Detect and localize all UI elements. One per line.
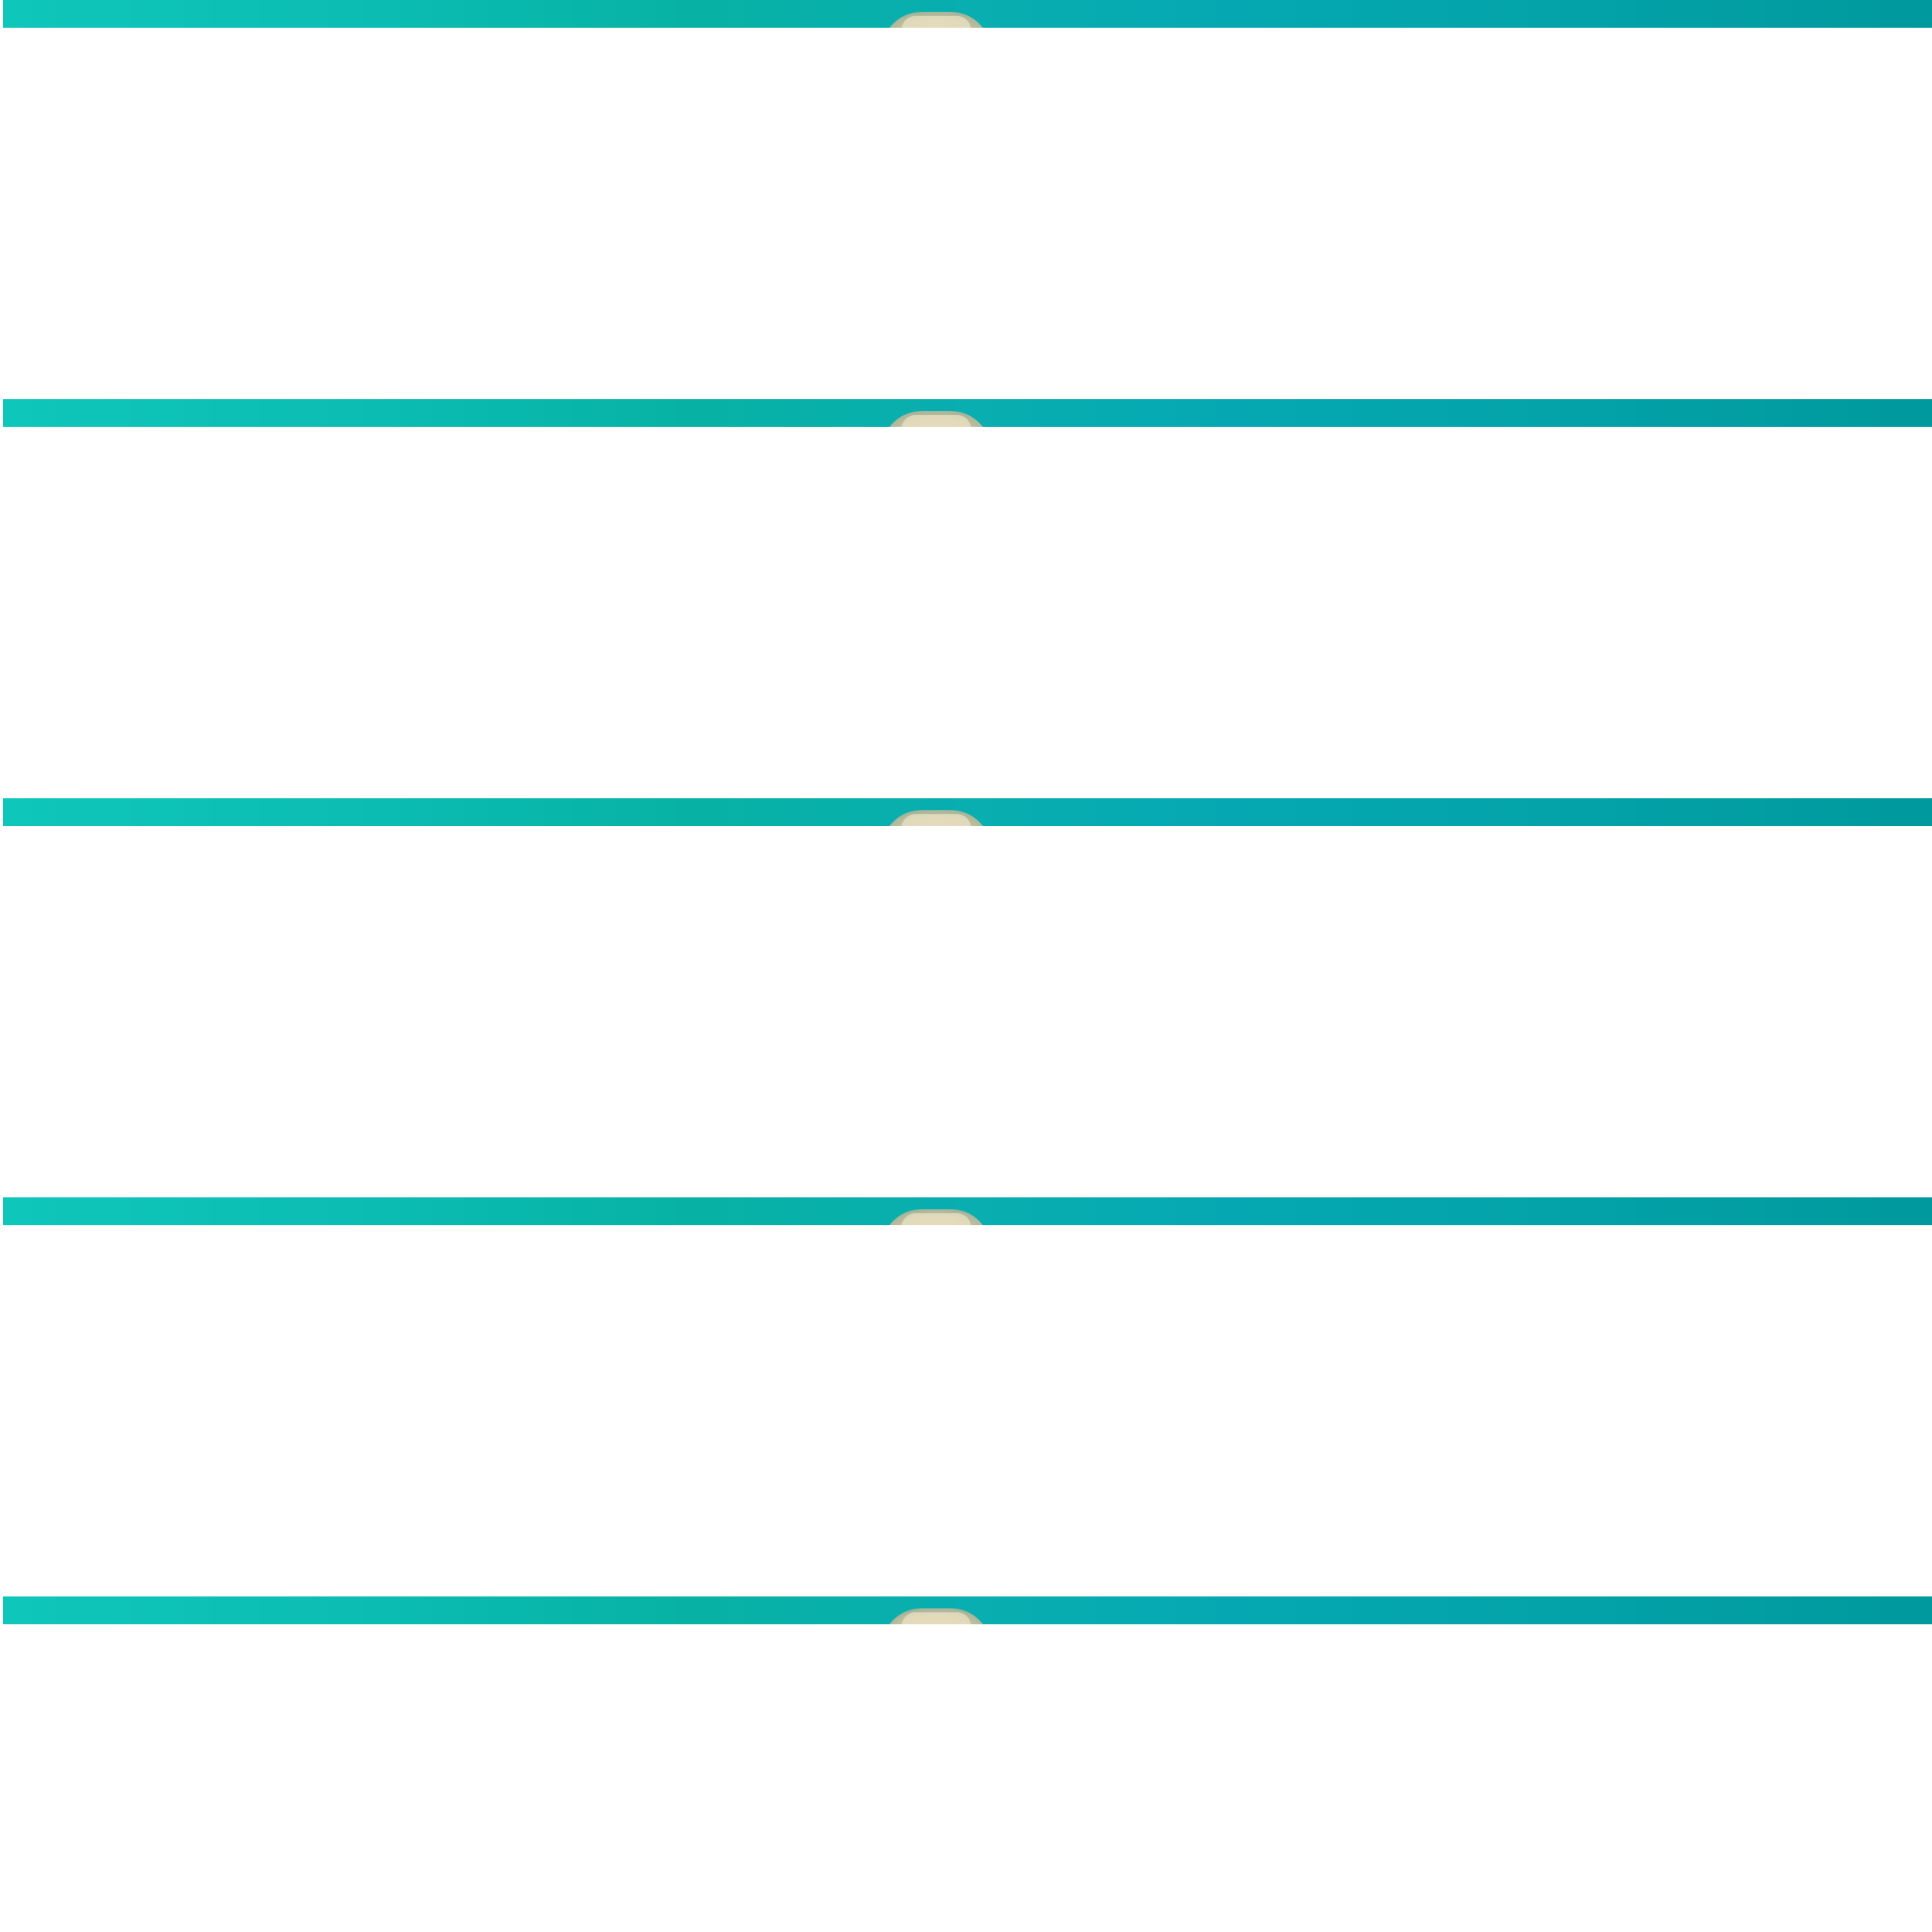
blank-content-area (3, 1225, 1932, 1596)
crest-highlight (901, 1213, 971, 1225)
header-band (3, 399, 1932, 427)
crest-highlight (901, 1612, 971, 1624)
header-band (3, 0, 1932, 28)
crest-highlight (901, 16, 971, 28)
blank-content-area (3, 1624, 1932, 1932)
repeated-strip-2 (3, 399, 1932, 798)
header-band (3, 1197, 1932, 1225)
repeated-strip-4 (3, 1197, 1932, 1596)
header-band (3, 798, 1932, 826)
blank-content-area (3, 427, 1932, 798)
blank-content-area (3, 826, 1932, 1197)
crest-highlight (901, 814, 971, 826)
repeated-strip-5 (3, 1596, 1932, 1932)
repeated-strip-1 (3, 0, 1932, 399)
repeated-strip-3 (3, 798, 1932, 1197)
crest-highlight (901, 415, 971, 427)
header-band (3, 1596, 1932, 1624)
blank-content-area (3, 28, 1932, 399)
